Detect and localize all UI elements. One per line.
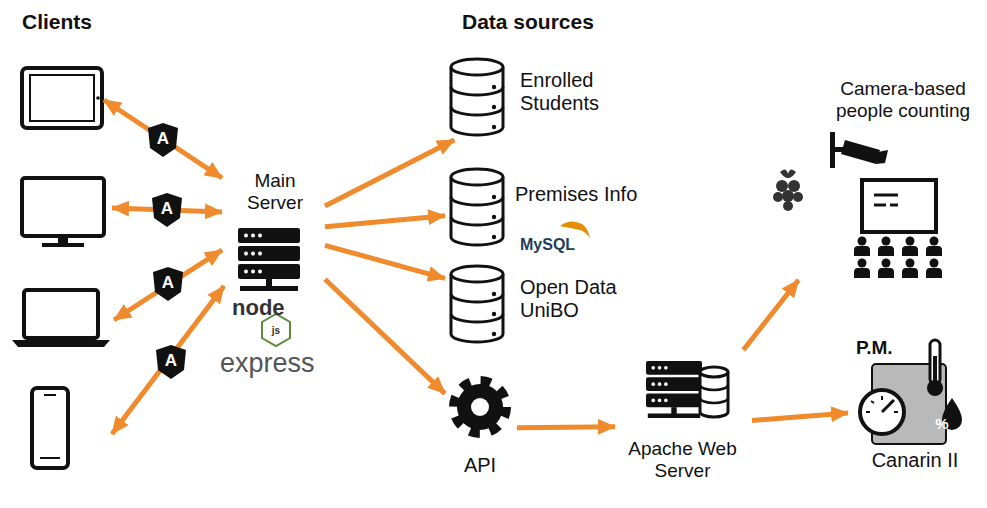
mysql-logo-text: MySQL (520, 236, 575, 254)
node-label: Premises Info (515, 183, 673, 206)
node-label: Open Data UniBO (520, 276, 632, 322)
web-server-node: Apache Web Server (615, 350, 752, 502)
node-label: Camera-based people counting (824, 78, 982, 122)
gear-icon (455, 382, 505, 432)
connector-arrow (325, 245, 445, 278)
sensor-label: P.M. (856, 338, 893, 359)
section-title: Clients (22, 10, 92, 33)
angular-logo-letter: A (161, 200, 173, 219)
connector-arrow (752, 413, 848, 421)
camera-icon (830, 132, 888, 168)
database-icon (451, 266, 503, 342)
raspberry-pi-logo (773, 169, 803, 211)
angular-logo-letter: A (165, 352, 177, 371)
server-icon (238, 228, 300, 291)
server-node: Main Server (225, 168, 325, 295)
node-label: Apache Web Server (615, 438, 750, 482)
connector-arrow (517, 424, 615, 430)
express-logo-text: express (220, 349, 315, 379)
node-logo-text: js (272, 325, 280, 336)
node-label: Canarin II (848, 449, 982, 472)
connector-arrow (325, 140, 454, 206)
angular-logo-letter: A (162, 274, 174, 293)
connector-arrow (325, 216, 445, 227)
database-icon (451, 169, 503, 245)
classroom-icon (854, 180, 942, 278)
client-arrows (104, 100, 224, 434)
database-node: Open Data UniBO (445, 262, 634, 347)
angular-shields (148, 123, 186, 379)
client-devices (12, 68, 110, 468)
node-label: Main Server (235, 170, 315, 214)
connector-arrow (743, 280, 798, 350)
database-node: Premises Info (445, 165, 675, 245)
connector-arrow (325, 279, 445, 393)
node-logo-text: node (232, 296, 285, 320)
node-label: Enrolled Students (520, 69, 628, 115)
api-node: API (445, 372, 517, 484)
mysql-dolphin (560, 221, 590, 238)
section-title: Data sources (462, 10, 594, 33)
apache-server-icon (646, 361, 728, 418)
sensor-label: % (935, 416, 948, 433)
database-node: Enrolled Students (445, 55, 630, 140)
sensor-node: Camera-based people counting (772, 78, 984, 280)
node-label: API (445, 454, 515, 477)
angular-logo-letter: A (157, 130, 169, 149)
database-icon (451, 59, 503, 135)
